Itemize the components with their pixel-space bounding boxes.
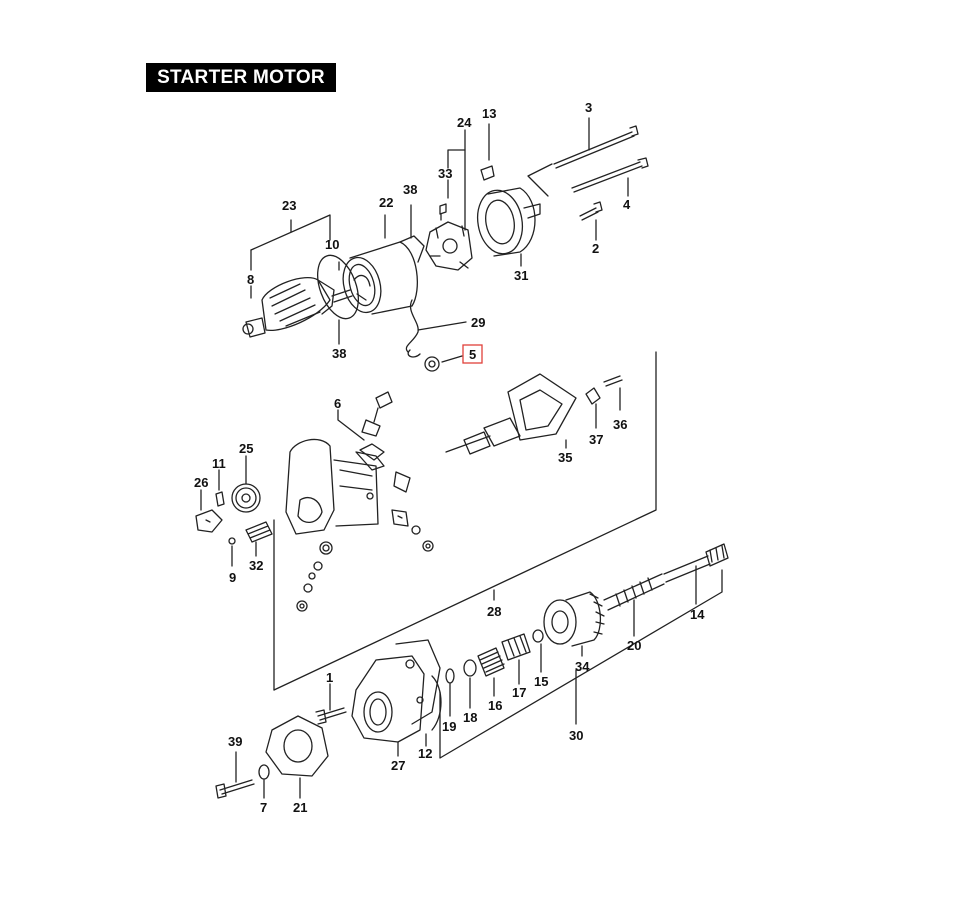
- callout-8: 8: [247, 272, 254, 287]
- callout-38b: 38: [332, 346, 346, 361]
- pinion-16: [477, 647, 505, 677]
- yoke-part: [342, 235, 425, 315]
- spring-32: [245, 521, 273, 543]
- callout-24: 24: [457, 115, 472, 130]
- callout-26: 26: [194, 475, 208, 490]
- callout-10: 10: [325, 237, 339, 252]
- callout-19: 19: [442, 719, 456, 734]
- callout-25: 25: [239, 441, 253, 456]
- callout-9: 9: [229, 570, 236, 585]
- callout-4: 4: [623, 197, 631, 212]
- callout-32: 32: [249, 558, 263, 573]
- callout-2: 2: [592, 241, 599, 256]
- callout-38a: 38: [403, 182, 417, 197]
- callout-3: 3: [585, 100, 592, 115]
- callout-28: 28: [487, 604, 501, 619]
- bolt-39: [215, 779, 255, 799]
- magnetic-switch-part: [285, 438, 385, 535]
- callout-31: 31: [514, 268, 528, 283]
- callout-5: 5: [469, 347, 476, 362]
- ring-18: [463, 659, 477, 677]
- callout-16: 16: [488, 698, 502, 713]
- diagram-title: STARTER MOTOR: [146, 63, 336, 92]
- screw-2: [579, 201, 603, 221]
- callout-20: 20: [627, 638, 641, 653]
- bolt-1: [315, 707, 347, 725]
- callout-21: 21: [293, 800, 307, 815]
- callout-37: 37: [589, 432, 603, 447]
- callout-labels: 3 13 24 33 4 23 22 38 10 8 2 31 29 5 38 …: [194, 100, 705, 815]
- nut-5: [424, 356, 440, 372]
- o-ring-10: [317, 254, 359, 320]
- drive-housing-part: [351, 639, 441, 743]
- screw-36: [603, 375, 623, 387]
- shaft-14: [663, 543, 729, 583]
- callout-18: 18: [463, 710, 477, 725]
- callout-6: 6: [334, 396, 341, 411]
- lead-wire-29: [405, 299, 421, 358]
- callout-36: 36: [613, 417, 627, 432]
- callout-15: 15: [534, 674, 548, 689]
- callout-5-highlight-box: [462, 344, 483, 364]
- callout-33: 33: [438, 166, 452, 181]
- gasket-21: [265, 715, 329, 777]
- screw-33: [439, 203, 447, 221]
- clip-37: [585, 387, 601, 405]
- ring-19: [445, 668, 455, 684]
- callout-14: 14: [690, 607, 705, 622]
- washer-7: [258, 764, 270, 780]
- callout-12: 12: [418, 746, 432, 761]
- brush-holder-part: [425, 221, 473, 271]
- callout-23: 23: [282, 198, 296, 213]
- callout-27: 27: [391, 758, 405, 773]
- spring-17: [501, 633, 531, 661]
- callout-29: 29: [471, 315, 485, 330]
- through-bolt-3: [553, 125, 639, 169]
- armature-part: [242, 277, 353, 338]
- plunger-part: [445, 373, 577, 455]
- callout-1: 1: [326, 670, 333, 685]
- gear-25: [231, 483, 261, 513]
- cap-13: [480, 165, 495, 181]
- shaft-20: [603, 573, 665, 611]
- ball-9: [228, 537, 236, 545]
- callout-35: 35: [558, 450, 572, 465]
- ring-12: [431, 675, 442, 731]
- callout-11: 11: [212, 456, 226, 471]
- pin-11: [215, 491, 225, 507]
- callout-17: 17: [512, 685, 526, 700]
- callout-13: 13: [482, 106, 496, 121]
- callout-7: 7: [260, 800, 267, 815]
- callout-22: 22: [379, 195, 393, 210]
- washer-15: [532, 629, 544, 643]
- callout-30: 30: [569, 728, 583, 743]
- end-frame-31: [476, 187, 541, 257]
- holder-26: [195, 509, 223, 533]
- callout-39: 39: [228, 734, 242, 749]
- callout-34: 34: [575, 659, 590, 674]
- through-bolt-4: [571, 157, 649, 193]
- clutch-34: [543, 591, 605, 647]
